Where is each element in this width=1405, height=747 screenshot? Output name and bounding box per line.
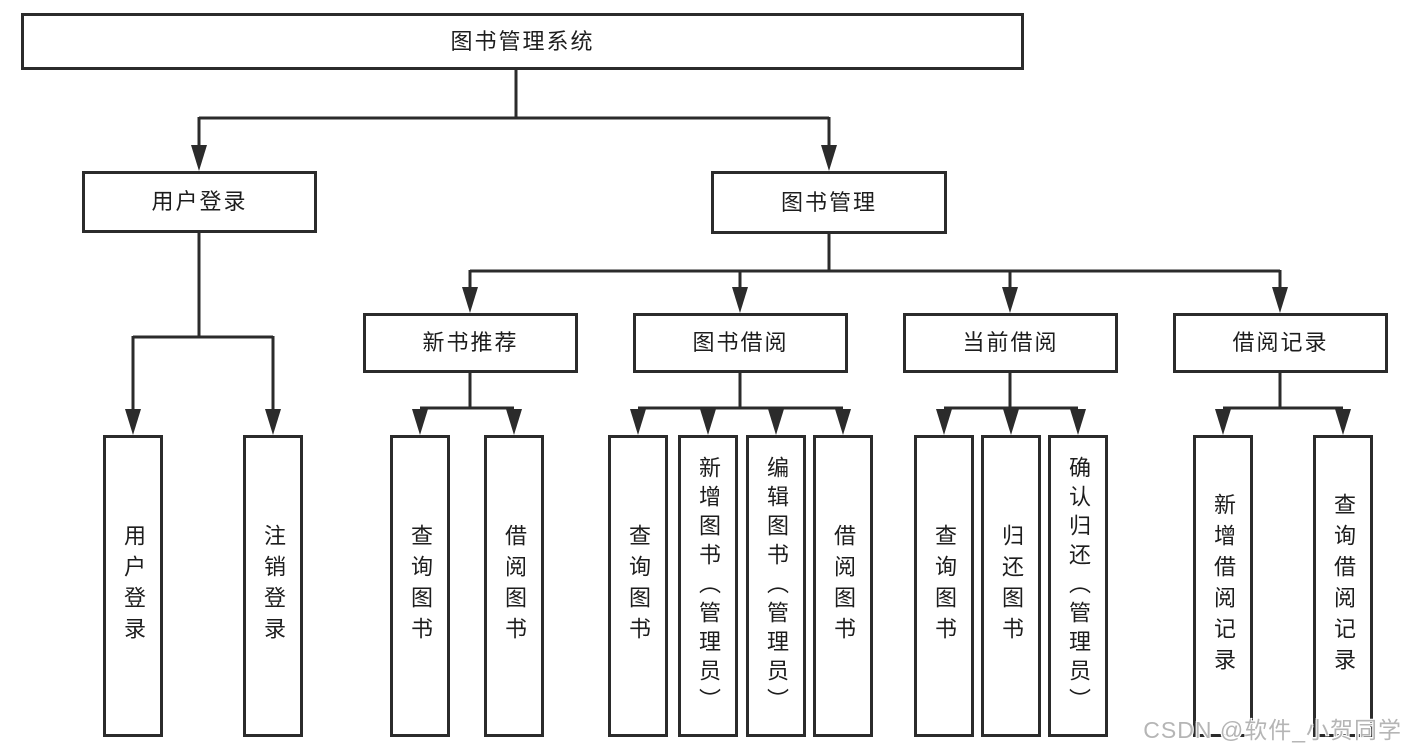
arrowheads (125, 145, 1351, 435)
leaf-borrow-books: 借阅图书 (813, 435, 873, 737)
node-book-management: 图书管理 (711, 171, 947, 234)
leaf-add-borrow-record: 新增借阅记录 (1193, 435, 1253, 737)
leaf-query-borrow-record: 查询借阅记录 (1313, 435, 1373, 737)
leaf-return-book: 归还图书 (981, 435, 1041, 737)
leaf-user-login: 用户登录 (103, 435, 163, 737)
leaf-add-book-admin: 新增图书（管理员） (678, 435, 738, 737)
node-book-borrow: 图书借阅 (633, 313, 848, 373)
node-new-book-recommend: 新书推荐 (363, 313, 578, 373)
leaf-borrow-books-recommend: 借阅图书 (484, 435, 544, 737)
leaf-query-books-recommend: 查询图书 (390, 435, 450, 737)
watermark: CSDN @软件_小贺同学 (1143, 717, 1402, 743)
leaf-logout: 注销登录 (243, 435, 303, 737)
leaf-confirm-return-admin: 确认归还（管理员） (1048, 435, 1108, 737)
node-borrow-records: 借阅记录 (1173, 313, 1388, 373)
node-current-borrow: 当前借阅 (903, 313, 1118, 373)
node-root: 图书管理系统 (21, 13, 1024, 70)
leaf-query-books-current: 查询图书 (914, 435, 974, 737)
leaf-edit-book-admin: 编辑图书（管理员） (746, 435, 806, 737)
node-user-login: 用户登录 (82, 171, 317, 233)
leaf-query-books-borrow: 查询图书 (608, 435, 668, 737)
